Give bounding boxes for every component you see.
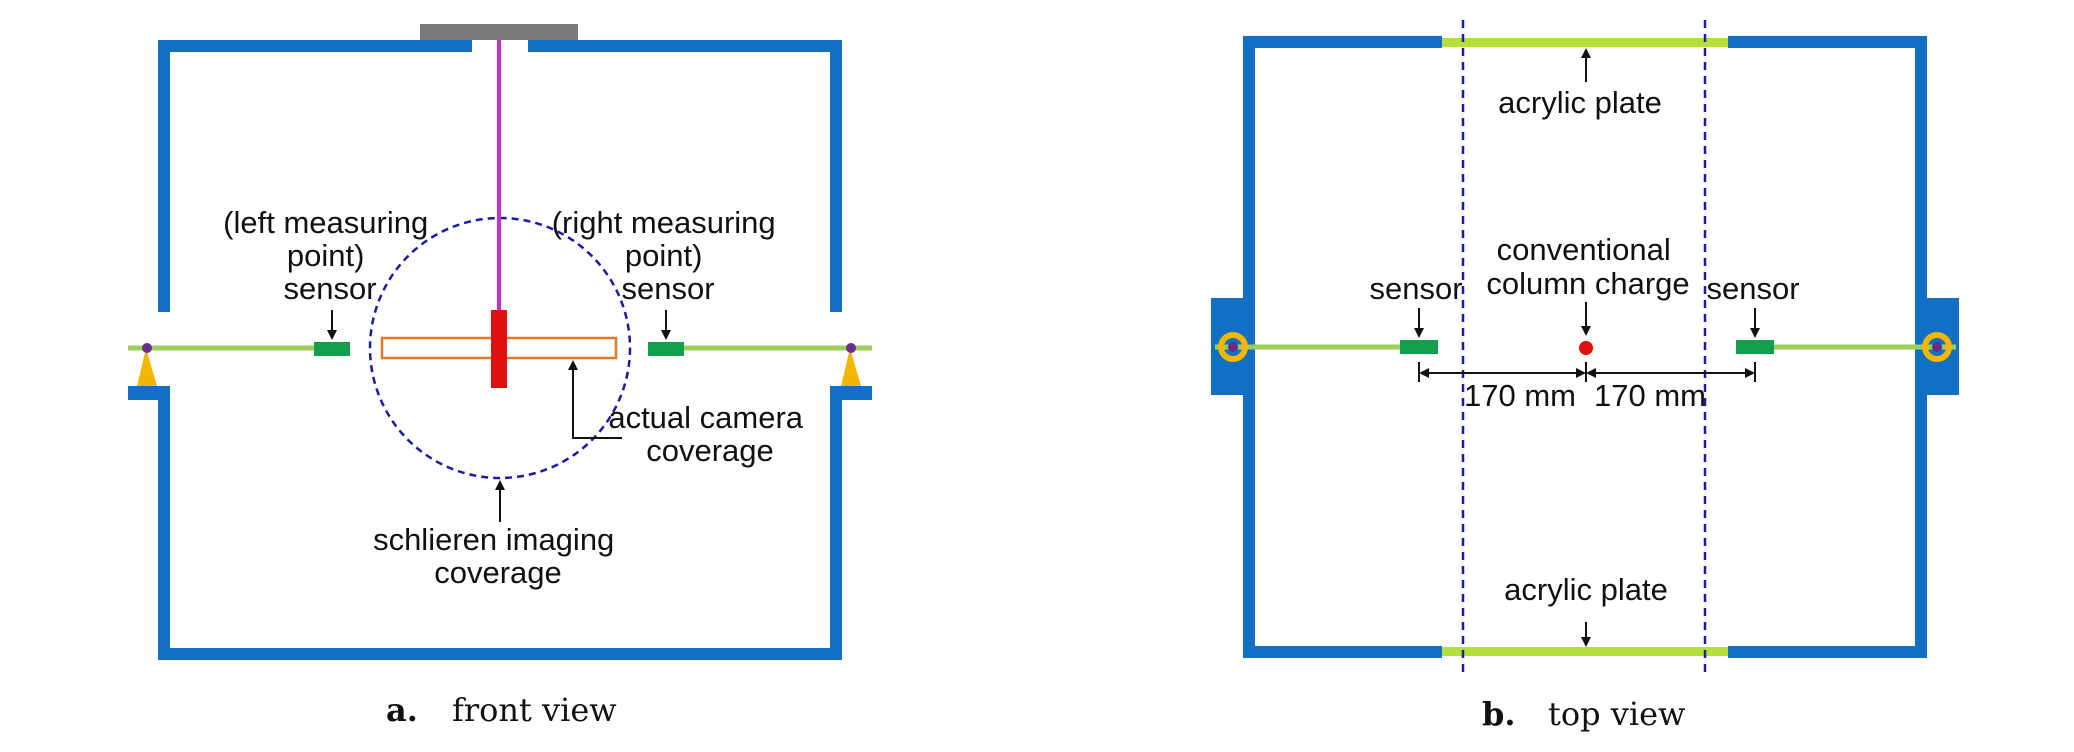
label-schlieren-line2: coverage: [434, 555, 562, 590]
acrylic-plate-bottom: [1442, 647, 1728, 656]
label-camera-line1: actual camera: [608, 400, 803, 435]
front-chamber-walls: [128, 40, 872, 660]
top-sensor-left: [1400, 340, 1438, 354]
label-schlieren-line1: schlieren imaging: [373, 522, 614, 557]
label-camera-line2: coverage: [646, 433, 774, 468]
label-plate-top: acrylic plate: [1498, 85, 1662, 120]
label-top-sensor-left: sensor: [1369, 271, 1462, 306]
label-right-sensor-line2: point): [625, 238, 703, 273]
top-charge: [1579, 341, 1593, 355]
label-left-sensor: (left measuring point) sensor: [223, 205, 437, 306]
label-left-sensor-line2: point): [287, 238, 365, 273]
ceiling-mount: [420, 24, 578, 40]
label-charge: conventional column charge: [1486, 232, 1689, 301]
label-schlieren-coverage: schlieren imaging coverage: [373, 522, 623, 590]
top-ring-right: [1922, 332, 1952, 362]
label-plate-bottom: acrylic plate: [1504, 572, 1668, 607]
top-chamber-walls: [1211, 36, 1959, 658]
top-ring-right-center: [1932, 342, 1942, 352]
front-pivot-right: [846, 343, 856, 353]
label-left-sensor-line3: sensor: [283, 271, 376, 306]
label-left-sensor-line1: (left measuring: [223, 205, 428, 240]
front-support-left: [137, 348, 157, 386]
caption-letter-a: a.: [386, 691, 418, 729]
front-view: (left measuring point) sensor (right mea…: [128, 24, 872, 729]
label-dim-right: 170 mm: [1594, 378, 1706, 413]
acrylic-plate-top: [1442, 38, 1728, 47]
label-right-sensor-line1: (right measuring: [552, 205, 776, 240]
arrow-camera: [568, 360, 622, 439]
caption-letter-b: b.: [1482, 695, 1516, 733]
top-view: acrylic plate acrylic plate conventional…: [1211, 20, 1959, 733]
front-sensor-left: [314, 342, 350, 356]
front-support-right: [841, 348, 861, 386]
top-ring-left-center: [1228, 342, 1238, 352]
front-charge: [491, 310, 507, 388]
label-camera-coverage: actual camera coverage: [608, 400, 811, 468]
front-sensor-right: [648, 342, 684, 356]
caption-top-view: top view: [1548, 695, 1685, 733]
label-right-sensor-line3: sensor: [621, 271, 714, 306]
top-sensor-right: [1736, 340, 1774, 354]
label-charge-line1: conventional: [1497, 232, 1671, 267]
label-right-sensor: (right measuring point) sensor: [552, 205, 785, 306]
label-top-sensor-right: sensor: [1706, 271, 1799, 306]
front-pivot-left: [142, 343, 152, 353]
label-charge-line2: column charge: [1486, 266, 1689, 301]
label-dim-left: 170 mm: [1464, 378, 1576, 413]
top-ring-left: [1218, 332, 1248, 362]
caption-front-view: front view: [452, 691, 617, 729]
